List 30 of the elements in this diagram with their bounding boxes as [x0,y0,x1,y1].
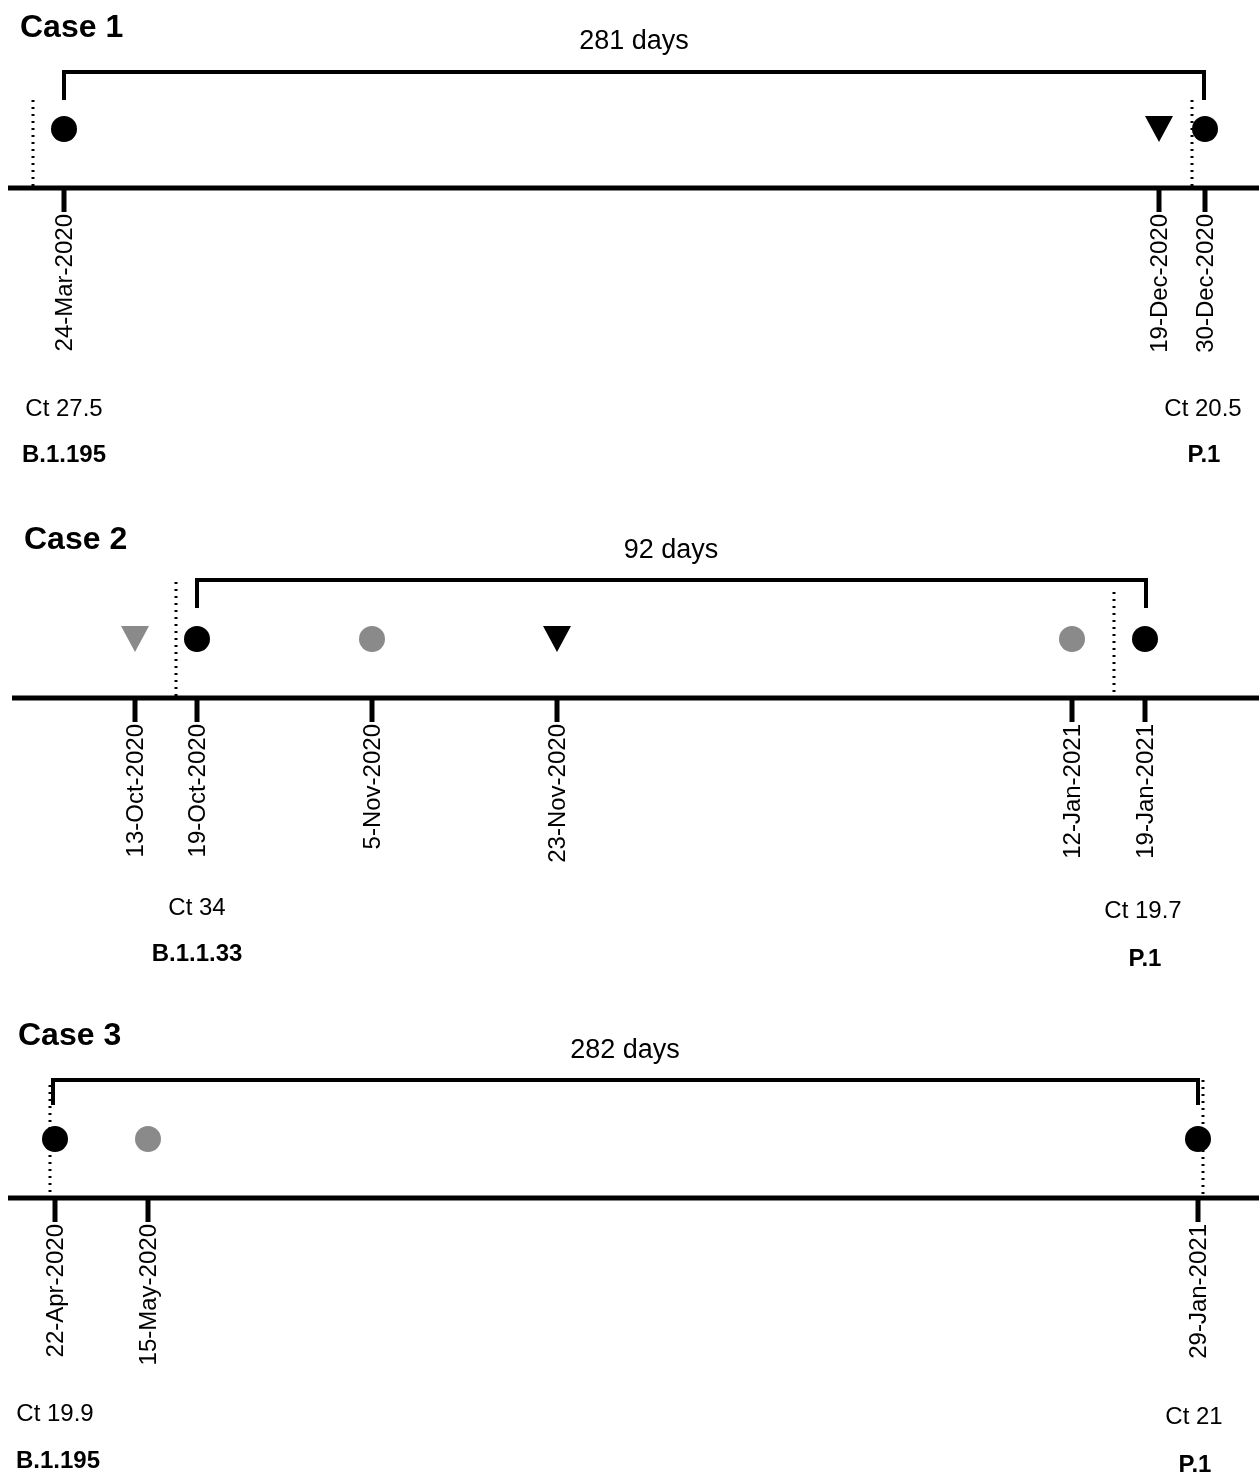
date-label: 23-Nov-2020 [545,724,569,863]
ct-value: Ct 34 [168,895,226,919]
case-heading: Case 3 [18,1018,122,1050]
case-heading: Case 1 [20,10,124,42]
case-heading: Case 2 [24,522,128,554]
lineage-label: P.1 [1178,1452,1212,1476]
ct-value: Ct 19.7 [1104,898,1182,922]
date-label: 15-May-2020 [136,1224,160,1366]
duration-label: 281 days [579,26,689,54]
date-label: 19-Oct-2020 [185,724,209,858]
lineage-label: B.1.195 [15,1448,101,1472]
ct-value: Ct 27.5 [25,396,103,420]
lineage-label: B.1.1.33 [151,941,243,965]
ct-value: Ct 20.5 [1164,396,1242,420]
date-label: 29-Jan-2021 [1186,1224,1210,1359]
date-label: 5-Nov-2020 [360,724,384,850]
duration-label: 282 days [570,1035,680,1063]
date-label: 30-Dec-2020 [1193,214,1217,353]
date-label: 22-Apr-2020 [43,1224,67,1358]
duration-label: 92 days [623,535,719,563]
ct-value: Ct 19.9 [16,1401,94,1425]
date-label: 24-Mar-2020 [52,214,76,352]
date-label: 19-Dec-2020 [1147,214,1171,353]
ct-value: Ct 21 [1165,1404,1223,1428]
date-label: 12-Jan-2021 [1060,724,1084,859]
date-label: 13-Oct-2020 [123,724,147,858]
lineage-label: P.1 [1187,442,1221,466]
lineage-label: B.1.195 [21,442,107,466]
date-label: 19-Jan-2021 [1133,724,1157,859]
lineage-label: P.1 [1128,946,1162,970]
